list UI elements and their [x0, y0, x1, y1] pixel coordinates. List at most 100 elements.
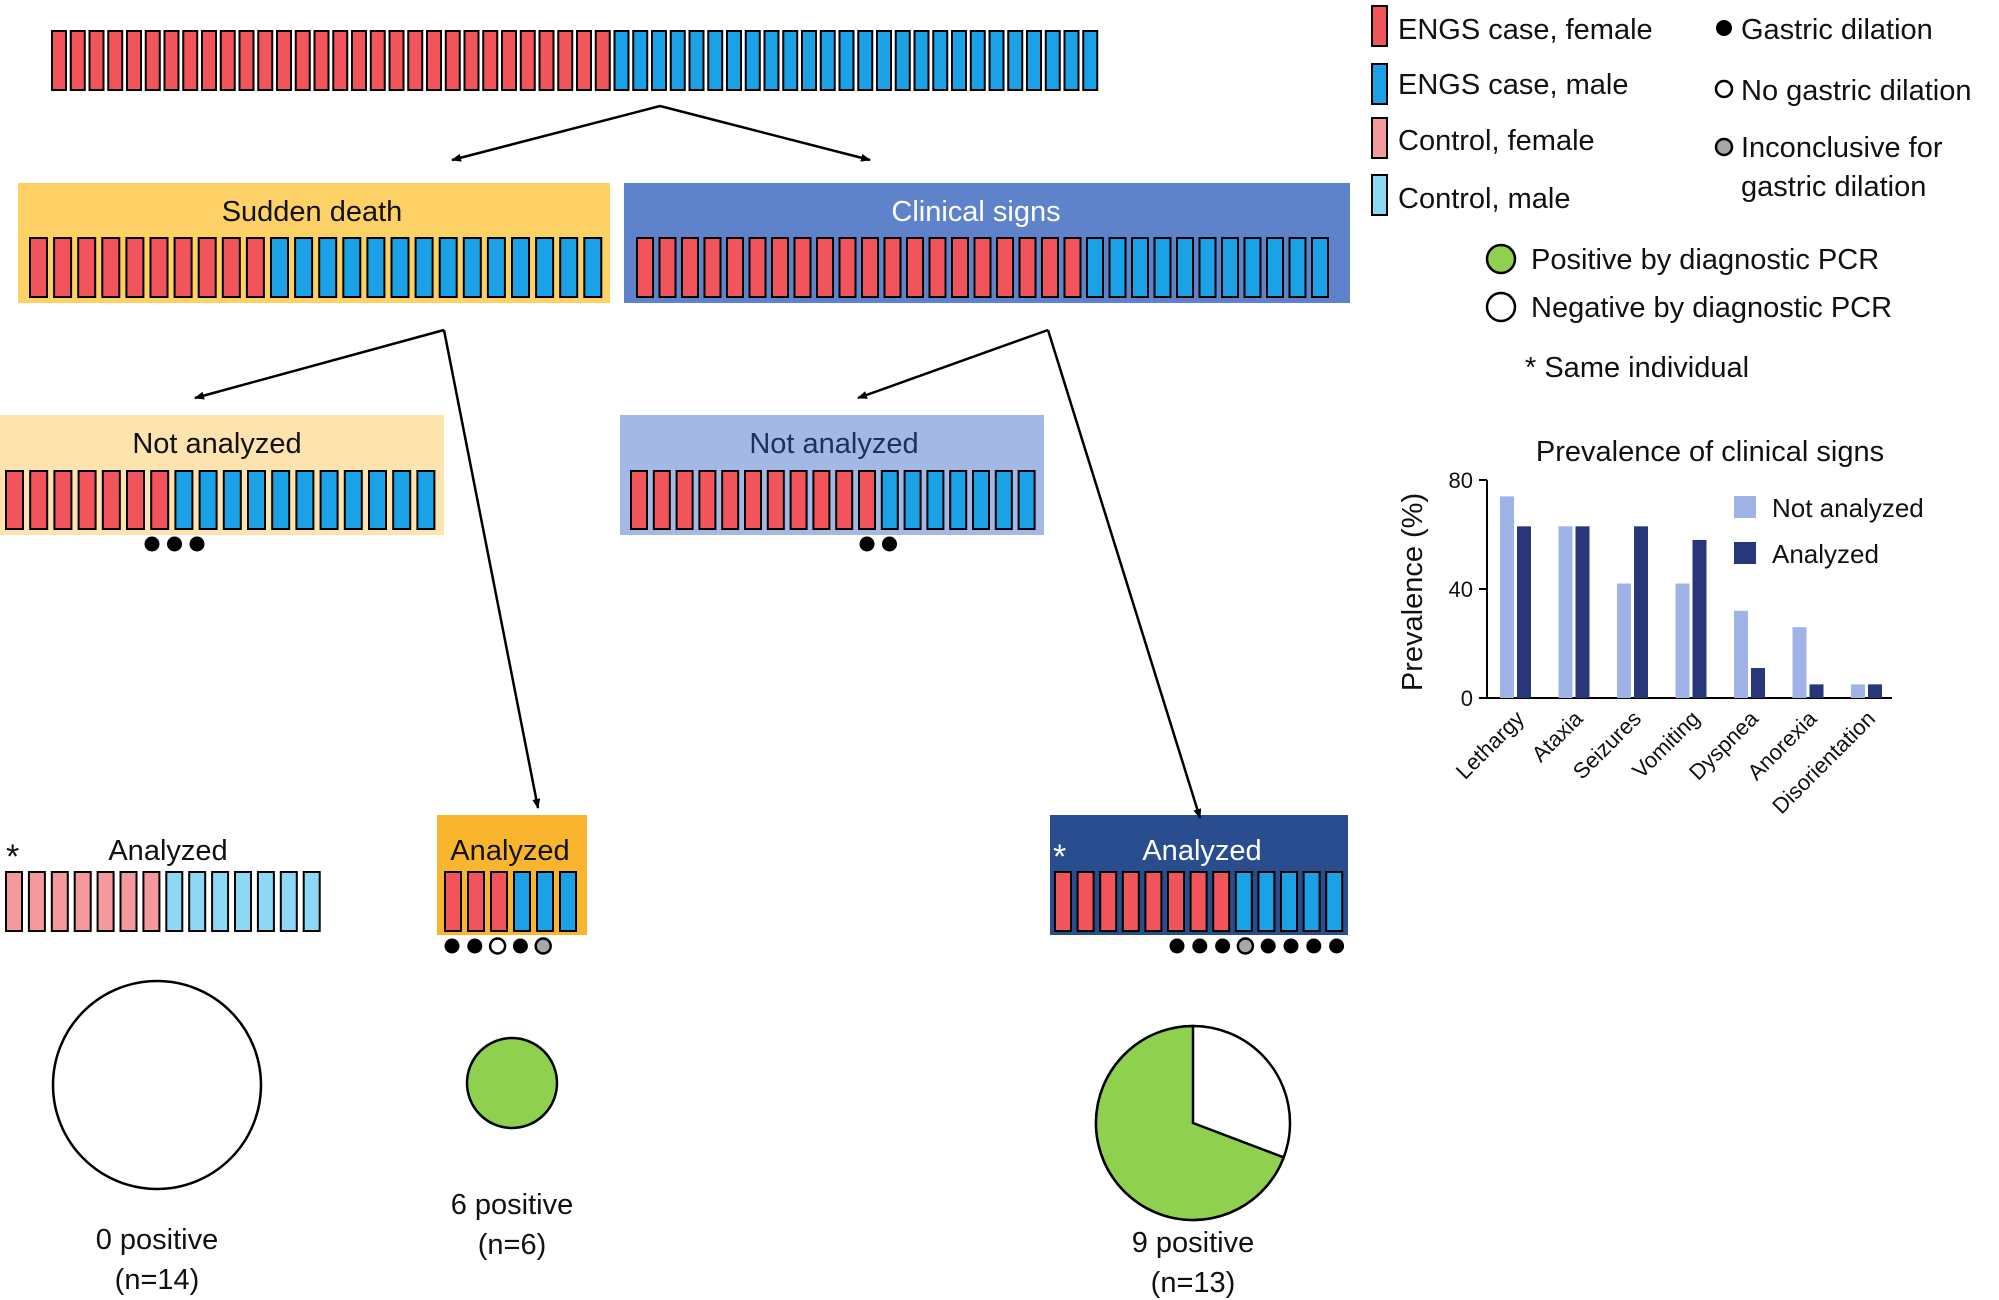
female-box	[53, 237, 73, 298]
female-box	[519, 30, 536, 91]
bar-seizures-analyzed	[1634, 526, 1648, 698]
cs-not-analyzed-dots	[859, 536, 897, 552]
bar-anorexia-not-analyzed	[1792, 627, 1807, 698]
inconclusive-dot	[534, 937, 552, 955]
male-box	[535, 237, 555, 298]
male-box	[1234, 871, 1253, 932]
female-box	[77, 470, 97, 530]
female-box	[219, 30, 236, 91]
sudden-result-line2: (n=6)	[478, 1229, 547, 1261]
y-tick-label: 80	[1449, 468, 1473, 493]
male-box	[994, 470, 1013, 530]
sudden-result-line1: 6 positive	[451, 1189, 574, 1221]
female-box	[221, 237, 241, 298]
male-box	[294, 237, 314, 298]
female-box	[1189, 871, 1208, 932]
legend-pcr-negative: Negative by diagnostic PCR	[1531, 292, 1892, 324]
male-box	[932, 30, 949, 91]
female-box	[125, 237, 145, 298]
male-box	[632, 30, 649, 91]
male-box	[949, 470, 968, 530]
female-box	[951, 237, 969, 298]
male-box	[876, 30, 892, 91]
female-box	[444, 30, 461, 91]
male-box	[438, 237, 458, 298]
x-tick-label: Disorientation	[1767, 706, 1880, 819]
legend-pcr-positive: Positive by diagnostic PCR	[1531, 244, 1879, 276]
cs-analyzed-row	[1054, 871, 1344, 932]
male-box	[951, 30, 967, 91]
legend-engs-female-swatch	[1371, 5, 1388, 47]
male-box	[279, 871, 298, 932]
female-box	[150, 470, 170, 530]
arrow	[451, 104, 661, 162]
legend-no-gastric-dilation-dot	[1714, 79, 1734, 99]
male-box	[1131, 237, 1149, 298]
male-box	[390, 237, 410, 298]
female-box	[675, 470, 694, 530]
male-box	[1044, 30, 1061, 91]
female-box	[812, 470, 831, 530]
male-box	[1302, 871, 1321, 932]
female-box	[332, 30, 349, 91]
gastric-dots	[144, 536, 1345, 955]
gastric-dilation-dot	[1306, 938, 1322, 954]
female-box	[276, 30, 292, 91]
male-box	[416, 470, 436, 530]
clinical-signs-label: Clinical signs	[891, 196, 1060, 228]
male-box	[536, 871, 554, 932]
male-box	[1198, 237, 1217, 298]
female-box	[490, 871, 508, 932]
legend-gastric-dilation-dot	[1716, 20, 1732, 36]
male-box	[511, 237, 530, 298]
female-box	[426, 30, 442, 91]
sudden-pcr-circle	[465, 1036, 559, 1130]
male-box	[880, 470, 899, 530]
cs-not-analyzed-label: Not analyzed	[749, 428, 918, 460]
female-box	[771, 237, 789, 298]
bar-ataxia-analyzed	[1575, 526, 1590, 698]
male-box	[972, 470, 990, 530]
cs-analyzed-dots	[1169, 937, 1345, 955]
female-box	[142, 871, 161, 932]
female-box	[1018, 237, 1037, 298]
female-box	[748, 237, 767, 298]
cs-analyzed-label: Analyzed	[1142, 835, 1261, 867]
chart-title: Prevalence of clinical signs	[1536, 436, 1884, 468]
female-box	[144, 30, 161, 91]
legend-inconclusive-2: gastric dilation	[1741, 171, 1926, 203]
sd-analyzed-row	[444, 871, 577, 932]
male-box	[513, 871, 531, 932]
female-box	[149, 237, 169, 298]
female-box	[257, 30, 274, 91]
female-box	[101, 470, 121, 530]
bar-lethargy-not-analyzed	[1500, 496, 1514, 698]
male-box	[926, 470, 945, 530]
male-box	[969, 30, 986, 91]
female-box	[173, 237, 193, 298]
female-box	[835, 470, 854, 530]
gastric-dilation-dot	[882, 536, 897, 552]
female-box	[726, 237, 744, 298]
gastric-dilation-dot	[1329, 938, 1345, 954]
male-box	[462, 237, 482, 298]
legend-pcr-positive-dot	[1485, 243, 1517, 275]
sudden-death-label: Sudden death	[222, 196, 403, 228]
male-box	[342, 237, 362, 298]
male-box	[1082, 30, 1099, 91]
cs-asterisk: *	[1053, 838, 1066, 876]
male-box	[613, 30, 630, 91]
bar-lethargy-analyzed	[1517, 526, 1531, 698]
female-box	[681, 237, 699, 298]
female-box	[538, 30, 555, 91]
female-box	[369, 30, 386, 91]
male-box	[302, 871, 321, 932]
gastric-dilation-dot	[144, 536, 160, 552]
legend-pcr-negative-dot	[1485, 291, 1517, 323]
male-box	[1026, 30, 1042, 91]
female-box	[698, 470, 717, 530]
female-box	[501, 30, 517, 91]
chart-legend-analyzed: Analyzed	[1772, 539, 1879, 569]
female-box	[294, 30, 311, 91]
male-box	[903, 470, 922, 530]
